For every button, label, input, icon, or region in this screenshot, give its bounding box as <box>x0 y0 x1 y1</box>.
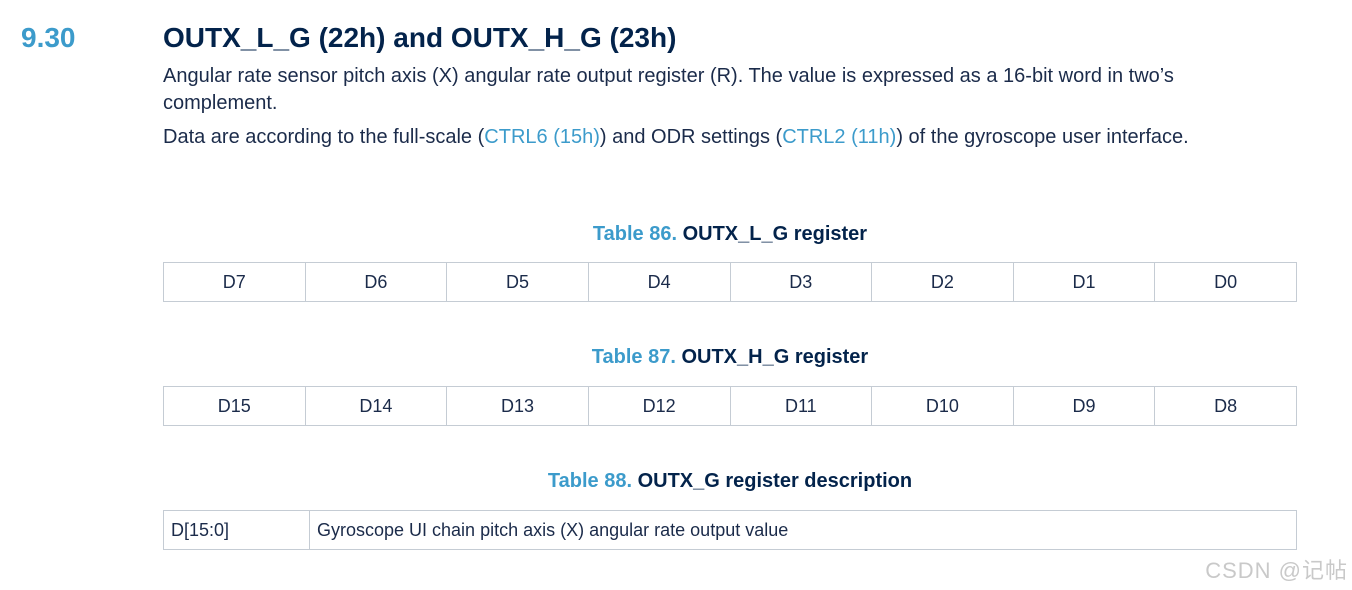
bit-cell: D12 <box>587 386 731 426</box>
table-86-caption: Table 86. OUTX_L_G register <box>163 223 1297 246</box>
bit-cell: D10 <box>871 386 1014 426</box>
bit-cell: D0 <box>1154 262 1297 302</box>
bit-cell: D13 <box>446 386 589 426</box>
bit-cell: D7 <box>163 262 306 302</box>
paragraph-text: Data are according to the full-scale ( <box>163 126 485 148</box>
section-title: OUTX_L_G (22h) and OUTX_H_G (23h) <box>163 22 677 53</box>
bit-cell: D9 <box>1012 386 1156 426</box>
outx-l-g-register-table: D7 D6 D5 D4 D3 D2 D1 D0 <box>163 262 1297 302</box>
table-number: Table 87. <box>591 346 676 368</box>
bit-cell: D1 <box>1012 262 1156 302</box>
bit-cell: D6 <box>304 262 448 302</box>
paragraph-text: ) of the gyroscope user interface. <box>896 126 1189 148</box>
table-row: D15 D14 D13 D12 D11 D10 D9 D8 <box>163 386 1297 426</box>
table-title: OUTX_H_G register <box>681 346 869 368</box>
table-number: Table 88. <box>547 470 633 492</box>
table-88-caption: Table 88. OUTX_G register description <box>163 470 1297 493</box>
outx-h-g-register-table: D15 D14 D13 D12 D11 D10 D9 D8 <box>163 386 1297 426</box>
description-paragraph: Angular rate sensor pitch axis (X) angul… <box>163 65 1174 114</box>
table-row: D[15:0] Gyroscope UI chain pitch axis (X… <box>163 510 1297 550</box>
table-row: D7 D6 D5 D4 D3 D2 D1 D0 <box>163 262 1297 302</box>
bit-cell: D2 <box>871 262 1014 302</box>
settings-paragraph: Data are according to the full-scale (CT… <box>163 124 1273 151</box>
outx-g-description-table: D[15:0] Gyroscope UI chain pitch axis (X… <box>163 510 1297 550</box>
ctrl6-link[interactable]: CTRL6 (15h) <box>484 126 600 148</box>
table-title: OUTX_L_G register <box>682 223 868 245</box>
table-number: Table 86. <box>592 223 678 245</box>
bit-cell: D5 <box>446 262 589 302</box>
description-cell: Gyroscope UI chain pitch axis (X) angula… <box>309 510 1297 550</box>
field-cell: D[15:0] <box>163 510 310 550</box>
table-title: OUTX_G register description <box>637 470 913 492</box>
paragraph-text: ) and ODR settings ( <box>599 126 783 148</box>
bit-cell: D11 <box>729 386 873 426</box>
watermark: CSDN @记帖 <box>1205 558 1348 583</box>
bit-cell: D14 <box>304 386 448 426</box>
ctrl2-link[interactable]: CTRL2 (11h) <box>782 126 897 148</box>
bit-cell: D15 <box>163 386 306 426</box>
section-number: 9.30 <box>21 22 76 53</box>
bit-cell: D4 <box>587 262 731 302</box>
table-87-caption: Table 87. OUTX_H_G register <box>163 346 1297 369</box>
bit-cell: D8 <box>1154 386 1297 426</box>
bit-cell: D3 <box>729 262 873 302</box>
